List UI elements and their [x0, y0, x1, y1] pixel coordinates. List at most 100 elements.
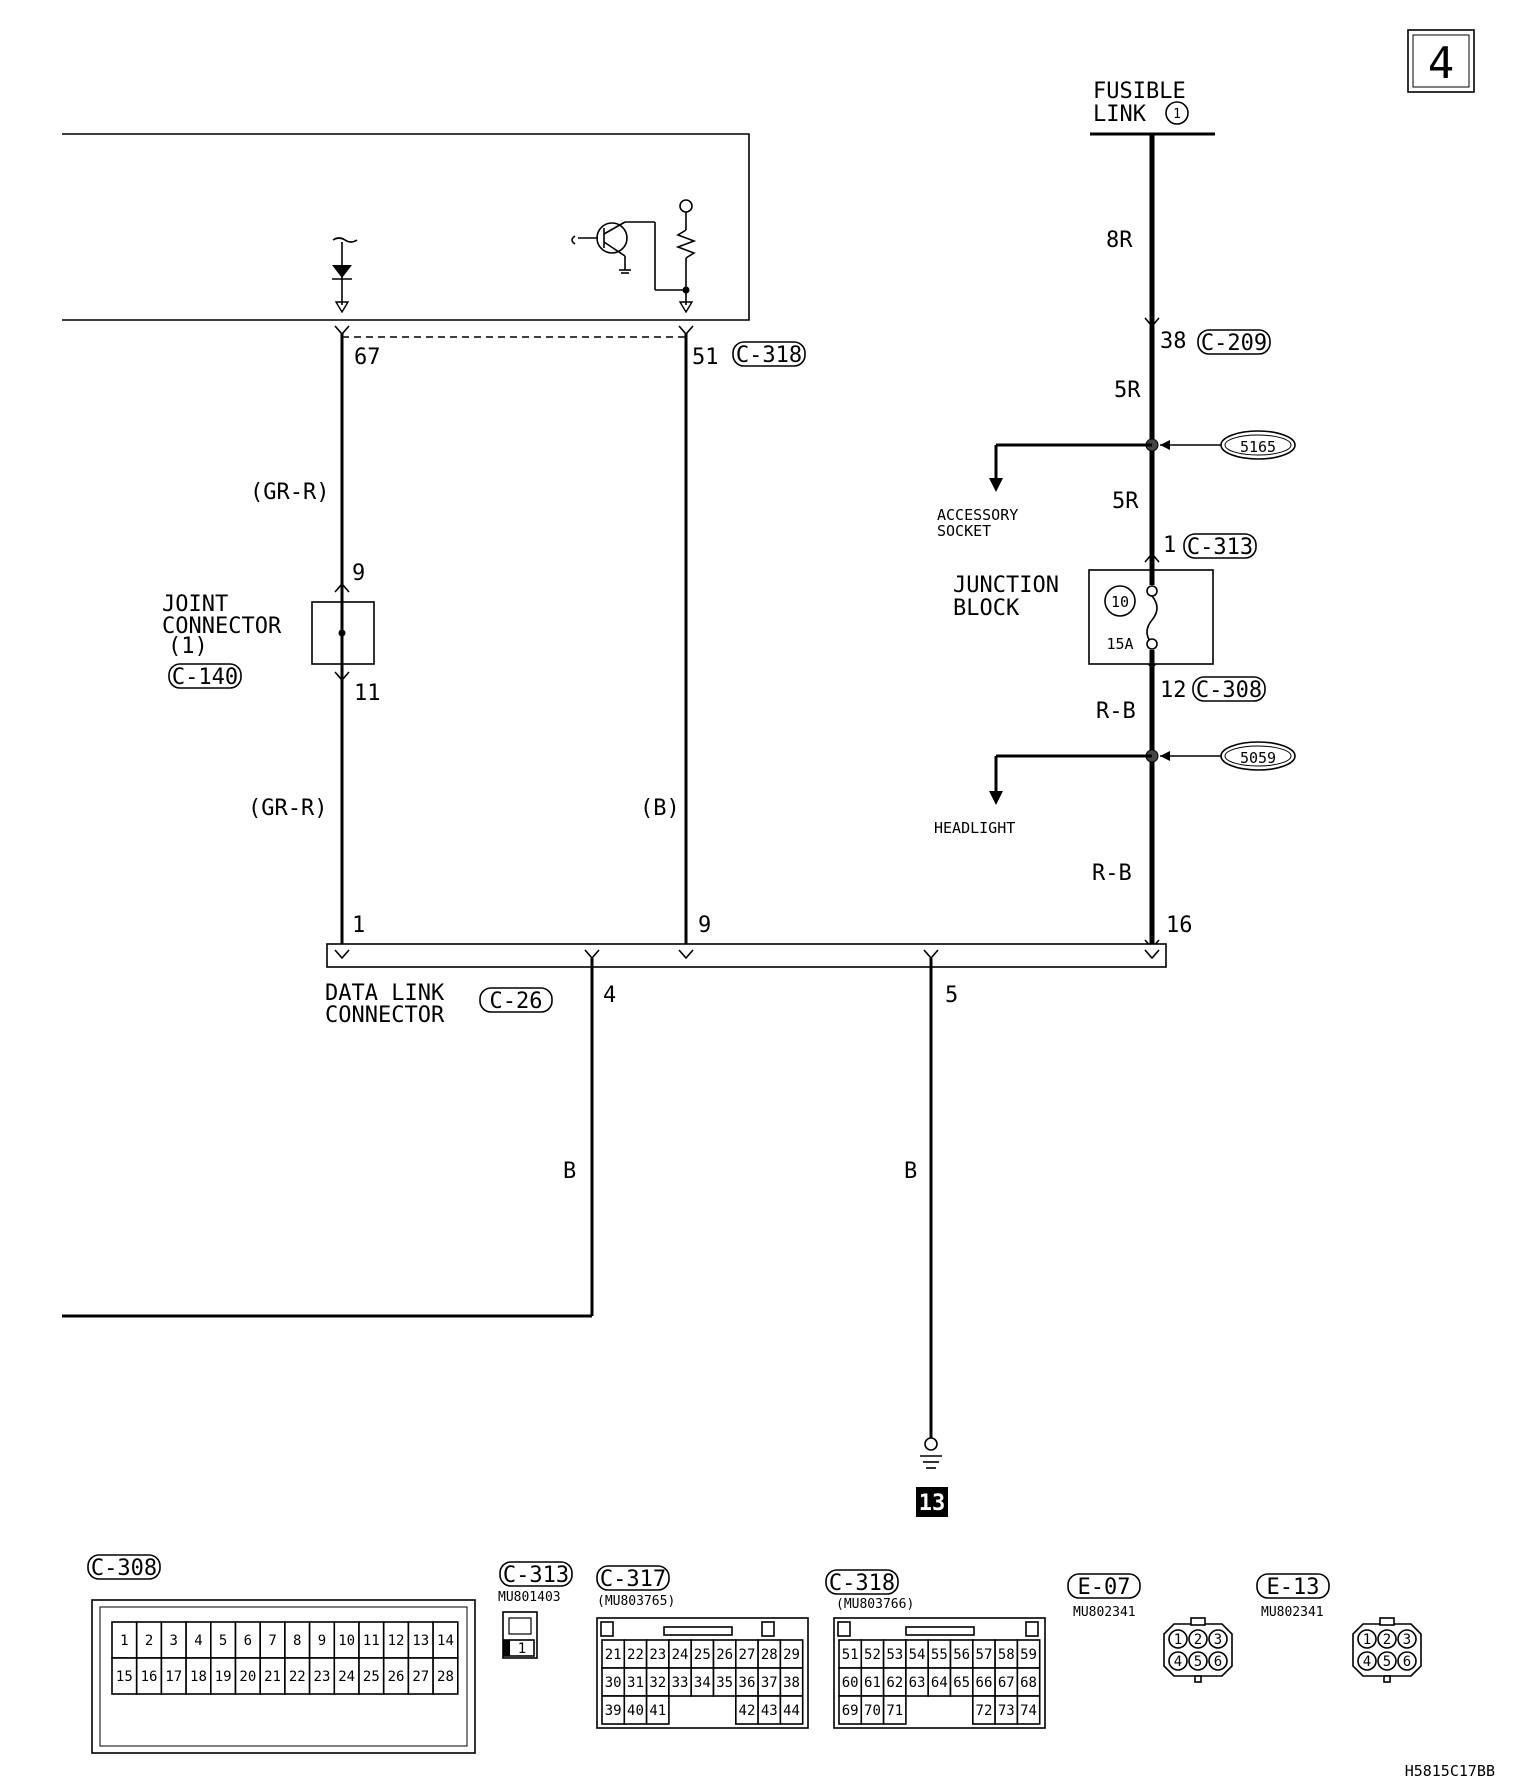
svg-text:C-318: C-318 — [736, 343, 802, 368]
accessory-socket-label-2: SOCKET — [937, 522, 991, 540]
pin-cell — [135, 1657, 163, 1695]
wire-color-label: (GR-R) — [250, 480, 329, 505]
pin-label: 53 — [886, 1647, 903, 1663]
pin-label: 26 — [716, 1647, 733, 1663]
pin-label: 32 — [649, 1675, 666, 1691]
pin-label: 70 — [864, 1703, 881, 1719]
pin-label: 17 — [165, 1669, 182, 1685]
dlc-label-1: DATA LINK — [325, 981, 445, 1006]
pin-cell — [1397, 1629, 1417, 1649]
pin-label: 23 — [314, 1669, 331, 1685]
pin-label: 22 — [627, 1647, 644, 1663]
svg-text:C-308: C-308 — [1196, 678, 1262, 703]
connector-ref: C-313 — [503, 1563, 569, 1588]
wire-b-pin5 — [920, 958, 942, 1469]
pin-label: 43 — [761, 1703, 778, 1719]
pin-label: 16 — [141, 1669, 158, 1685]
pin-label: 24 — [672, 1647, 689, 1663]
connector-ref-tag: C-318 — [732, 341, 806, 368]
pin-label: 28 — [437, 1669, 454, 1685]
pin-cell — [1016, 1695, 1041, 1725]
transistor-icon — [571, 221, 685, 291]
headlight-label: HEADLIGHT — [934, 819, 1015, 837]
pin-label: 20 — [239, 1669, 256, 1685]
pin-label: 24 — [338, 1669, 355, 1685]
pin-number: 1 — [352, 913, 365, 938]
pin-label: 62 — [886, 1675, 903, 1691]
pin-label: 55 — [931, 1647, 948, 1663]
drawing-code: H5815C17BB — [1405, 1762, 1495, 1780]
connector-ref: E-07 — [1078, 1575, 1131, 1600]
part-number: MU801403 — [498, 1590, 561, 1605]
pin-label: 3 — [170, 1633, 178, 1649]
pin-cell — [358, 1621, 385, 1659]
connector-ref-tag: C-308 — [1192, 676, 1266, 703]
pin-label: 36 — [739, 1675, 756, 1691]
pin-label: 6 — [1403, 1654, 1411, 1670]
pin-label: 58 — [998, 1647, 1015, 1663]
wire-color-label: 8R — [1106, 228, 1133, 253]
wire-color-label: B — [904, 1159, 917, 1184]
pin-cell — [1397, 1651, 1417, 1671]
pin-label: 3 — [1403, 1632, 1411, 1648]
pin-cell — [407, 1621, 434, 1659]
part-number: (MU803766) — [836, 1597, 914, 1612]
splice-label: 5059 — [1240, 749, 1276, 767]
diode-icon — [332, 237, 358, 314]
pin-cell — [779, 1695, 804, 1725]
pin-label: 65 — [953, 1675, 970, 1691]
svg-text:C-209: C-209 — [1201, 331, 1267, 356]
pin-label: 21 — [605, 1647, 622, 1663]
pin-label: 68 — [1020, 1675, 1037, 1691]
pin-cell — [1377, 1629, 1397, 1649]
pin-label: 18 — [190, 1669, 207, 1685]
pin-label: 11 — [363, 1633, 380, 1649]
joint-connector-label-3: (1) — [168, 634, 208, 659]
pin-label: 28 — [761, 1647, 778, 1663]
pin-label: 1 — [120, 1633, 128, 1649]
pin-cell — [1168, 1629, 1188, 1649]
connector-ref-tag: C-209 — [1197, 329, 1271, 356]
wire-b-pin4 — [62, 958, 594, 1318]
pin-cell — [432, 1657, 459, 1695]
connector-ref-tag: C-26 — [479, 987, 553, 1014]
pin-label: 59 — [1020, 1647, 1037, 1663]
pin-number: 5 — [945, 983, 958, 1008]
pin-label: 56 — [953, 1647, 970, 1663]
connector-ref: E-13 — [1267, 1575, 1320, 1600]
pin-label: 69 — [842, 1703, 859, 1719]
pin-label: 23 — [649, 1647, 666, 1663]
ground-badge: 13 — [916, 1487, 948, 1517]
wire-color-label: R-B — [1096, 699, 1136, 724]
wire-color-label: (B) — [640, 796, 680, 821]
svg-text:C-26: C-26 — [490, 989, 543, 1014]
pin-label: 33 — [672, 1675, 689, 1691]
connector-ref: C-317 — [600, 1567, 666, 1592]
fusible-link-label-1: FUSIBLE — [1093, 79, 1186, 104]
pin-cell — [382, 1657, 410, 1695]
pin-label: 73 — [998, 1703, 1015, 1719]
fuse-icon — [1146, 595, 1158, 645]
joint-connector-label-1: JOINT — [162, 592, 228, 617]
wire-b-51 — [678, 325, 694, 950]
pin-label: 27 — [739, 1647, 756, 1663]
pin-number: 51 — [692, 345, 719, 370]
connector-ref: C-318 — [829, 1571, 895, 1596]
wire-color-label: B — [563, 1159, 576, 1184]
pin-cell — [284, 1621, 311, 1659]
pin-label: 35 — [716, 1675, 733, 1691]
pin-number: 1 — [1163, 533, 1176, 558]
wire-color-label: (GR-R) — [248, 796, 327, 821]
pin-label: 6 — [244, 1633, 252, 1649]
pin-label: 61 — [864, 1675, 881, 1691]
splice-5165: 5165 — [989, 430, 1296, 492]
pin-label: 5 — [1383, 1654, 1391, 1670]
pin-label: 51 — [842, 1647, 859, 1663]
svg-text:C-313: C-313 — [1187, 535, 1253, 560]
connector-view-c313: C-313 MU801403 1 — [498, 1561, 573, 1659]
pin-cell — [1188, 1629, 1208, 1649]
pin-label: 38 — [783, 1675, 800, 1691]
